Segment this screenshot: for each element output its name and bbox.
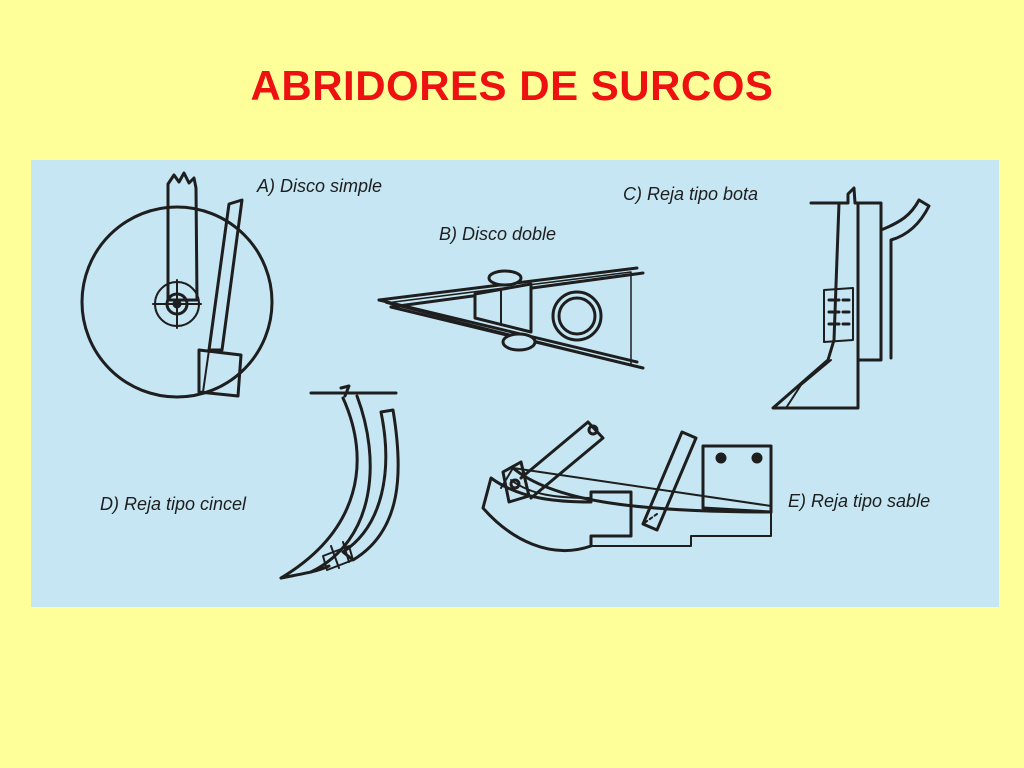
furrow-openers-figure: A) Disco simple B) Disco doble C) Reja t…: [31, 160, 999, 607]
double-disc-opener-drawing: [377, 266, 645, 370]
label-reja-tipo-sable: E) Reja tipo sable: [788, 491, 931, 511]
label-reja-tipo-bota: C) Reja tipo bota: [623, 184, 759, 204]
chisel-type-opener-drawing: [279, 384, 400, 580]
label-disco-doble: B) Disco doble: [439, 224, 557, 244]
label-reja-tipo-cincel: D) Reja tipo cincel: [100, 494, 247, 514]
single-disc-opener-drawing: [80, 171, 274, 399]
label-disco-simple: A) Disco simple: [257, 176, 383, 196]
saber-type-opener-drawing: [481, 420, 773, 552]
boot-type-opener-drawing: [771, 186, 931, 410]
slide-title: ABRIDORES DE SURCOS: [250, 62, 774, 109]
